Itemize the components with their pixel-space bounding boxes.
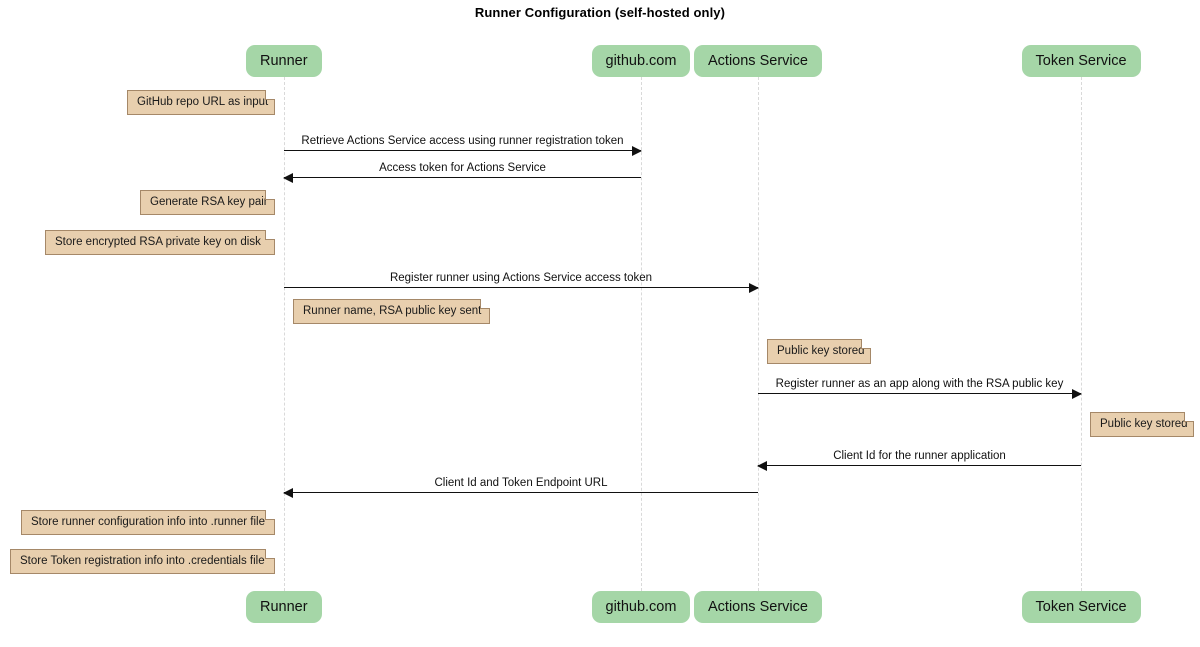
note-fold-corner-icon	[265, 230, 275, 240]
note-generate-rsa: Generate RSA key pair	[140, 190, 275, 215]
note-repo-url: GitHub repo URL as input	[127, 90, 275, 115]
note-fold-corner-icon	[265, 549, 275, 559]
participant-footer-token[interactable]: Token Service	[1021, 591, 1141, 623]
lifeline-actions	[758, 77, 759, 591]
note-text: GitHub repo URL as input	[137, 96, 269, 108]
participant-label: Runner	[260, 53, 308, 69]
note-store-private-key: Store encrypted RSA private key on disk	[45, 230, 275, 255]
participant-label: github.com	[605, 599, 677, 615]
participant-header-actions[interactable]: Actions Service	[694, 45, 822, 77]
arrowhead-left-icon	[283, 487, 293, 498]
participant-label: Token Service	[1035, 53, 1127, 69]
participant-label: Actions Service	[708, 53, 808, 69]
note-fold-corner-icon	[265, 510, 275, 520]
note-fold-corner-icon	[265, 190, 275, 200]
message-line	[284, 177, 641, 178]
note-text: Store encrypted RSA private key on disk	[55, 236, 261, 248]
participant-footer-github[interactable]: github.com	[591, 591, 691, 623]
participant-footer-runner[interactable]: Runner	[246, 591, 322, 623]
lifeline-github	[641, 77, 642, 591]
msg-client-id-token-endpoint: Client Id and Token Endpoint URL	[283, 477, 758, 498]
note-text: Runner name, RSA public key sent	[303, 305, 482, 317]
note-fold-corner-icon	[861, 339, 871, 349]
message-line	[284, 492, 758, 493]
note-fold-corner-icon	[480, 299, 490, 309]
note-store-token-registration: Store Token registration info into .cred…	[10, 549, 275, 574]
msg-retrieve-actions-access: Retrieve Actions Service access using ru…	[284, 135, 642, 156]
note-text: Public key stored	[777, 345, 865, 357]
participant-header-runner[interactable]: Runner	[246, 45, 322, 77]
message-label: Retrieve Actions Service access using ru…	[301, 135, 624, 147]
note-public-key-stored-token: Public key stored	[1090, 412, 1194, 437]
note-text: Public key stored	[1100, 418, 1188, 430]
participant-label: Actions Service	[708, 599, 808, 615]
message-label: Access token for Actions Service	[379, 162, 546, 174]
participant-label: Token Service	[1035, 599, 1127, 615]
msg-access-token: Access token for Actions Service	[283, 162, 641, 183]
arrowhead-right-icon	[749, 282, 759, 293]
arrowhead-right-icon	[632, 145, 642, 156]
participant-header-github[interactable]: github.com	[591, 45, 691, 77]
participant-label: Runner	[260, 599, 308, 615]
participant-footer-actions[interactable]: Actions Service	[694, 591, 822, 623]
note-fold-corner-icon	[1184, 412, 1194, 422]
msg-register-runner-as-app: Register runner as an app along with the…	[758, 378, 1082, 399]
message-label: Client Id and Token Endpoint URL	[434, 477, 608, 489]
page-title: Runner Configuration (self-hosted only)	[474, 5, 726, 20]
note-text: Store Token registration info into .cred…	[20, 555, 265, 567]
note-fold-corner-icon	[265, 90, 275, 100]
arrowhead-right-icon	[1072, 388, 1082, 399]
message-line	[284, 150, 641, 151]
lifeline-token	[1081, 77, 1082, 591]
note-store-runner-config: Store runner configuration info into .ru…	[21, 510, 275, 535]
participant-label: github.com	[605, 53, 677, 69]
participant-header-token[interactable]: Token Service	[1021, 45, 1141, 77]
note-text: Store runner configuration info into .ru…	[31, 516, 265, 528]
message-label: Client Id for the runner application	[833, 450, 1006, 462]
msg-client-id-runner-app: Client Id for the runner application	[757, 450, 1081, 471]
arrowhead-left-icon	[283, 172, 293, 183]
arrowhead-left-icon	[757, 460, 767, 471]
note-public-key-stored-actions: Public key stored	[767, 339, 871, 364]
msg-register-runner: Register runner using Actions Service ac…	[284, 272, 759, 293]
lifeline-runner	[284, 77, 285, 591]
message-line	[758, 393, 1081, 394]
message-label: Register runner using Actions Service ac…	[389, 272, 653, 284]
message-line	[758, 465, 1081, 466]
note-runner-name-pubkey: Runner name, RSA public key sent	[293, 299, 490, 324]
message-line	[284, 287, 758, 288]
note-text: Generate RSA key pair	[150, 196, 268, 208]
message-label: Register runner as an app along with the…	[775, 378, 1064, 390]
